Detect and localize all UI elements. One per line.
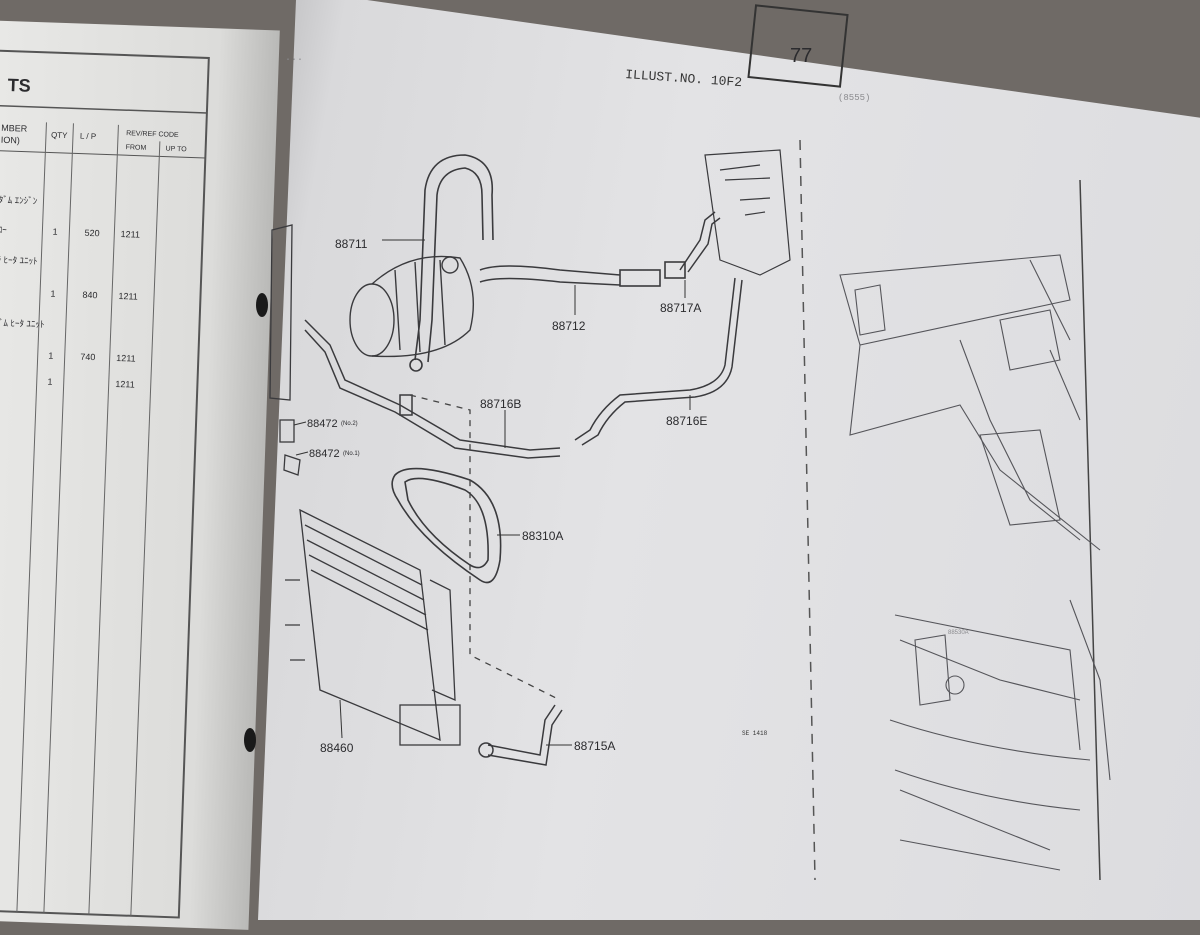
svg-text:ﾀﾞﾑ ﾋｰﾀ ﾕﾆｯﾄ: ﾀﾞﾑ ﾋｰﾀ ﾕﾆｯﾄ <box>0 318 45 330</box>
bumper-drawing <box>889 599 1111 871</box>
svg-text:520: 520 <box>84 228 99 239</box>
col-qty: QTY <box>51 131 68 141</box>
pipe-88717A <box>679 211 721 273</box>
condenser-88460 <box>285 508 461 746</box>
col-divider <box>43 123 74 913</box>
part-label-88716B: 88716B <box>480 397 521 448</box>
table-row: ｰ 1 1211 <box>47 377 135 390</box>
part-label-88712: 88712 <box>552 285 586 333</box>
svg-text:1211: 1211 <box>118 291 138 302</box>
svg-text:(No.1): (No.1) <box>343 451 360 457</box>
table-row: ｰ 1 740 1211 <box>48 351 136 364</box>
col-from: FROM <box>126 144 147 152</box>
header-right: (8555) <box>838 93 870 103</box>
pipe-88716E <box>574 277 743 446</box>
parts-illustration: ... 77 ILLUST.NO. 10F2 (8555) <box>244 4 1111 881</box>
col-divider <box>88 124 119 915</box>
svg-text:1: 1 <box>47 377 52 387</box>
part-label-88460: 88460 <box>320 699 354 755</box>
header-small: ... <box>285 53 303 64</box>
binder-hole <box>244 728 256 752</box>
svg-text:1: 1 <box>50 289 55 299</box>
svg-text:88310A: 88310A <box>522 529 563 543</box>
svg-text:840: 840 <box>82 290 97 301</box>
svg-text:1: 1 <box>48 351 53 361</box>
svg-text:88717A: 88717A <box>660 301 701 315</box>
ref-code: SE 1418 <box>742 730 768 737</box>
svg-text:(No.2): (No.2) <box>341 421 358 427</box>
part-label-88711: 88711 <box>335 237 425 251</box>
col-divider <box>130 141 161 916</box>
part-label-88472-no1: 88472 (No.1) <box>295 448 360 460</box>
col-upto: UP TO <box>165 146 187 154</box>
section-divider <box>799 139 816 881</box>
page-badge: 77 <box>790 45 812 67</box>
svg-text:1: 1 <box>52 227 57 237</box>
binder-hole <box>256 293 268 317</box>
svg-text:ﾛｰ: ﾛｰ <box>0 225 7 235</box>
table-row: ﾛｰ 1 520 1211 <box>0 225 140 240</box>
right-label: 88530A <box>948 630 969 636</box>
svg-text:740: 740 <box>80 352 95 363</box>
svg-text:1211: 1211 <box>120 229 140 240</box>
svg-text:88716B: 88716B <box>480 397 521 411</box>
page-frame-line <box>1079 179 1101 881</box>
pipe-88715A <box>478 704 563 766</box>
svg-text:88715A: 88715A <box>574 739 615 753</box>
col-lp: L / P <box>80 132 96 142</box>
table-rule <box>0 104 207 114</box>
svg-text:1211: 1211 <box>115 379 135 390</box>
col-number: MBER <box>1 123 28 134</box>
svg-text:88711: 88711 <box>335 237 368 251</box>
part-label-88716E: 88716E <box>666 395 707 428</box>
svg-text:88472: 88472 <box>307 418 338 430</box>
part-label-88310A: 88310A <box>497 529 563 543</box>
part-label-88715A: 88715A <box>546 739 615 753</box>
svg-text:88472: 88472 <box>309 448 340 460</box>
col-divider <box>16 122 47 912</box>
table-heading: TS <box>7 75 31 96</box>
table-row: ﾀﾞﾑ ﾋｰﾀ ﾕﾆｯﾄ <box>0 318 45 330</box>
svg-text:88716E: 88716E <box>666 414 707 428</box>
svg-text:ﾀﾞﾑ ｴﾝｼﾞﾝ: ﾀﾞﾑ ｴﾝｼﾞﾝ <box>0 195 38 206</box>
compressor-drawing <box>349 255 475 358</box>
svg-text:1211: 1211 <box>116 353 136 364</box>
part-label-88472-no2: 88472 (No.2) <box>293 418 358 430</box>
svg-text:ﾗ ﾋｰﾀ ﾕﾆｯﾄ: ﾗ ﾋｰﾀ ﾕﾆｯﾄ <box>0 255 38 266</box>
clip-88472 <box>269 224 301 476</box>
pipe-88716B <box>304 319 561 459</box>
page-badge-frame <box>747 4 849 88</box>
svg-text:88712: 88712 <box>552 319 586 333</box>
col-desc: ION) <box>1 135 20 146</box>
table-row: ﾗ ﾋｰﾀ ﾕﾆｯﾄ <box>0 255 38 266</box>
hose-88712 <box>479 261 686 287</box>
table-row: ﾀﾞﾑ ｴﾝｼﾞﾝ <box>0 195 38 206</box>
dashboard-drawing <box>839 254 1101 551</box>
header-rule <box>0 150 206 159</box>
hose-88711 <box>409 154 494 372</box>
svg-text:88460: 88460 <box>320 741 354 755</box>
evaporator-unit <box>704 149 791 276</box>
part-label-88717A: 88717A <box>660 280 701 315</box>
connection-dashed <box>409 394 561 701</box>
illust-no: ILLUST.NO. 10F2 <box>625 67 743 90</box>
belt-88310A <box>391 467 502 584</box>
col-code: REV/REF CODE <box>126 130 179 139</box>
